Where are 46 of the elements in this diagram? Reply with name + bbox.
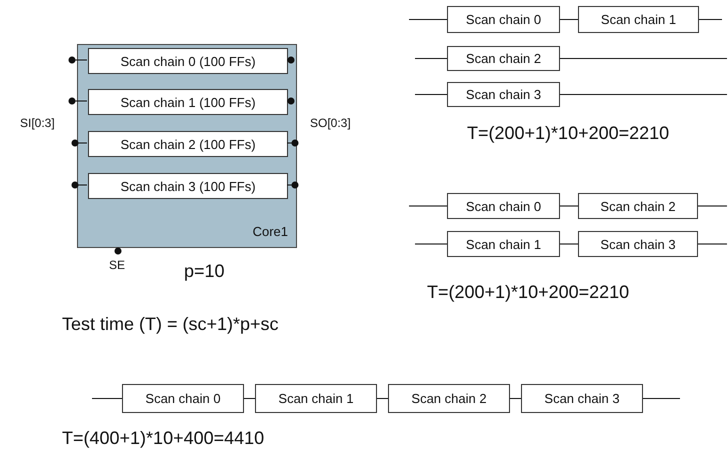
scan-chain-box: Scan chain 0 xyxy=(122,384,244,413)
core-name: Core1 xyxy=(252,224,289,241)
connector-line xyxy=(92,398,122,399)
pin-connector xyxy=(286,182,298,188)
scan-chain-box: Scan chain 1 xyxy=(447,231,560,257)
scan-chain-box: Scan chain 3 xyxy=(521,384,643,413)
pin-connector xyxy=(72,140,88,146)
pin-connector xyxy=(286,98,294,104)
formula-text: T=(400+1)*10+400=4410 xyxy=(62,428,264,449)
connector-line xyxy=(560,19,578,20)
connector-line xyxy=(408,19,448,20)
scan-chain-box: Scan chain 3 (100 FFs) xyxy=(88,173,288,199)
scan-chain-box: Scan chain 0 (100 FFs) xyxy=(88,48,288,74)
pin-connector xyxy=(68,98,88,104)
connector-line xyxy=(244,398,256,399)
core-block xyxy=(77,44,297,248)
pin-connector xyxy=(286,140,298,146)
connector-line xyxy=(376,398,388,399)
scan-chain-box: Scan chain 1 (100 FFs) xyxy=(88,89,288,115)
pin-connector xyxy=(286,56,294,64)
connector-line xyxy=(414,94,448,95)
formula-text: Test time (T) = (sc+1)*p+sc xyxy=(62,314,279,335)
signal-name: SI[0:3] xyxy=(20,116,55,130)
pin-connector xyxy=(72,182,88,188)
scan-chain-box: Scan chain 3 xyxy=(578,231,698,257)
signal-name: SE xyxy=(109,258,126,272)
formula-text: T=(200+1)*10+200=2210 xyxy=(427,282,630,303)
scan-chain-box: Scan chain 2 xyxy=(447,46,560,71)
scan-chain-box: Scan chain 0 xyxy=(447,193,560,219)
signal-name: SO[0:3] xyxy=(310,116,351,130)
connector-line xyxy=(560,58,728,59)
pin-connector xyxy=(68,56,88,64)
connector-line xyxy=(510,398,522,399)
connector-line xyxy=(642,398,680,399)
scan-chain-box: Scan chain 1 xyxy=(255,384,377,413)
connector-line xyxy=(560,94,728,95)
connector-line xyxy=(414,58,448,59)
scan-chain-box: Scan chain 2 xyxy=(388,384,510,413)
scan-chain-box: Scan chain 0 xyxy=(447,6,560,33)
scan-chain-box: Scan chain 1 xyxy=(578,6,699,33)
parameter-text: p=10 xyxy=(184,261,225,282)
scan-chain-box: Scan chain 2 xyxy=(578,193,698,219)
scan-chain-box: Scan chain 2 (100 FFs) xyxy=(88,131,288,157)
scan-chain-box: Scan chain 3 xyxy=(447,82,560,107)
connector-line xyxy=(698,19,722,20)
formula-text: T=(200+1)*10+200=2210 xyxy=(467,123,670,144)
